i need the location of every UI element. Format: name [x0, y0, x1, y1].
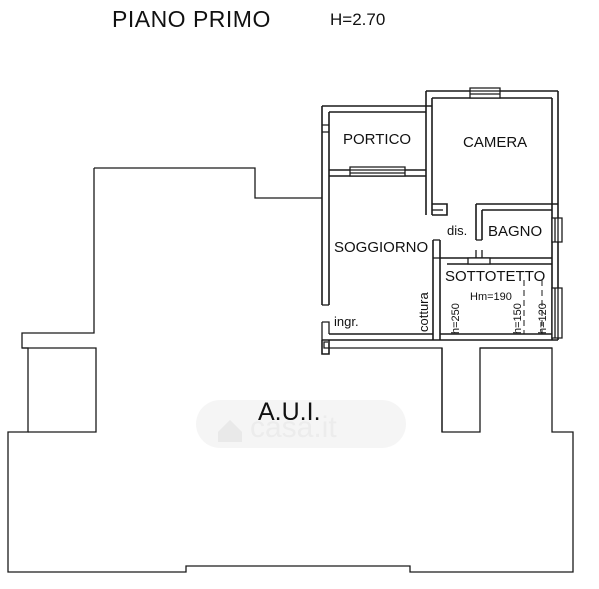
room-label-portico: PORTICO [343, 131, 411, 148]
sottotetto-height-label: Hm=190 [470, 291, 512, 303]
plan-height-label: H=2.70 [330, 10, 386, 29]
room-label-bagno: BAGNO [488, 223, 542, 240]
room-label-camera: CAMERA [463, 134, 527, 151]
apartment-walls [321, 87, 563, 355]
area-label-aui: A.U.I. [258, 398, 321, 426]
room-label-soggiorno: SOGGIORNO [334, 239, 428, 256]
room-label-ingresso: ingr. [334, 314, 359, 329]
room-label-sottotetto: SOTTOTETTO [445, 268, 545, 285]
watermark-text: casa.it [250, 411, 337, 444]
height-label-250: h=250 [450, 303, 462, 334]
height-label-150: h=150 [512, 303, 524, 334]
plan-title: PIANO PRIMO [112, 6, 271, 32]
watermark: casa.it [196, 400, 406, 448]
height-label-120: h=120 [537, 303, 549, 334]
room-label-dis: dis. [447, 223, 467, 238]
aui-area-outline [7, 167, 574, 573]
room-label-cottura: cottura [416, 291, 431, 332]
